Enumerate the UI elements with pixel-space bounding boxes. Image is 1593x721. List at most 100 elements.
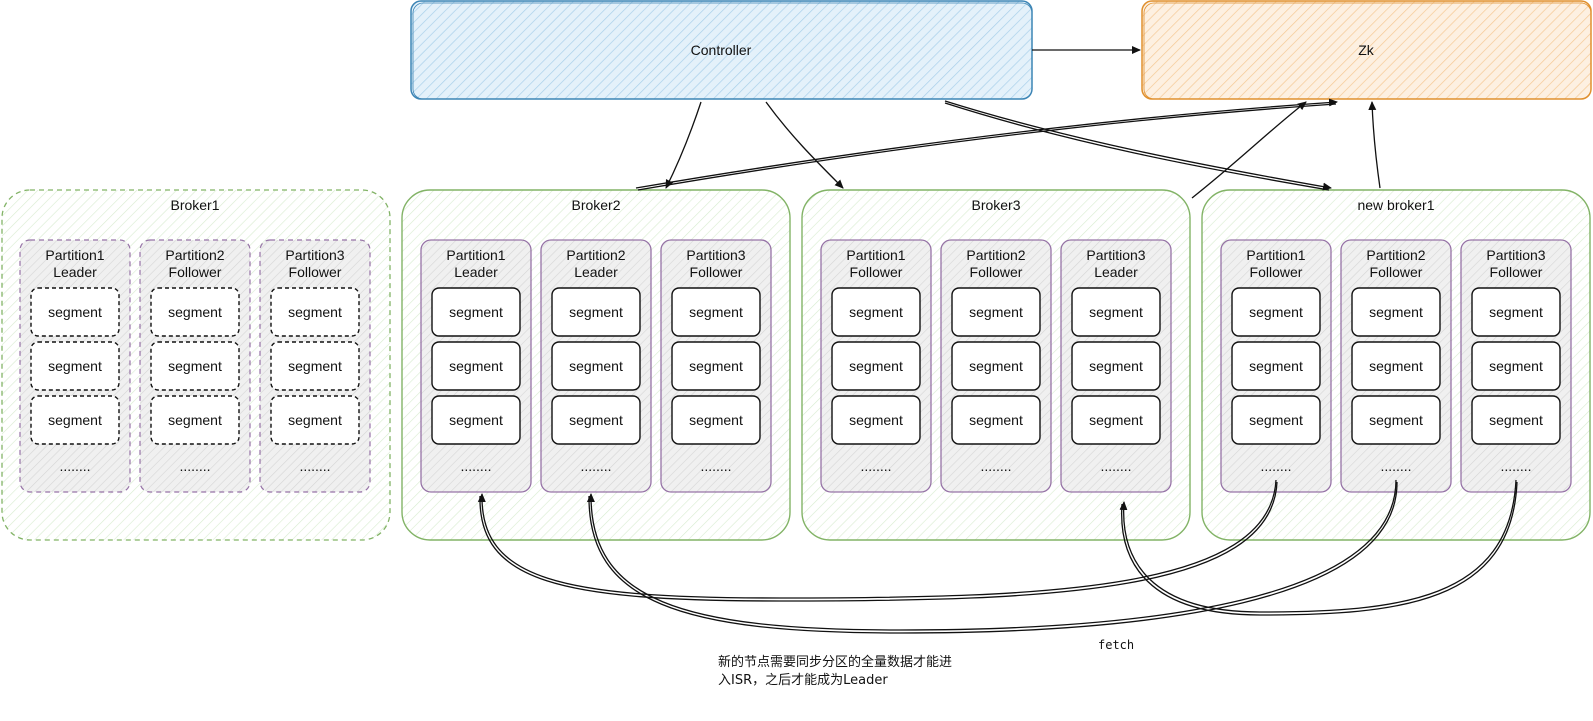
segment: segment — [1089, 412, 1143, 428]
segment: segment — [969, 358, 1023, 374]
partition-name: Partition1 — [846, 247, 905, 263]
segment: segment — [48, 304, 102, 320]
partition-name: Partition2 — [1366, 247, 1425, 263]
partition-name: Partition1 — [446, 247, 505, 263]
segment: segment — [689, 358, 743, 374]
broker-1-partition-1: Partition1 Leader segment segment segmen… — [19, 239, 131, 493]
broker-3-partition-3: Partition3 Leader segment segment segmen… — [1060, 239, 1172, 493]
segment: segment — [969, 304, 1023, 320]
segment: segment — [1249, 304, 1303, 320]
broker-2: Broker2 Partition1 Leader segment segmen… — [401, 189, 791, 541]
partition-role: Follower — [169, 264, 222, 280]
segment: segment — [569, 304, 623, 320]
segment: segment — [1089, 358, 1143, 374]
segment: segment — [1489, 412, 1543, 428]
segment: segment — [288, 358, 342, 374]
new-broker-1: new broker1 Partition1 Follower segment … — [1201, 189, 1591, 541]
segment: segment — [288, 412, 342, 428]
broker-2-partition-3: Partition3 Follower segment segment segm… — [660, 239, 772, 493]
more-segments: ........ — [1100, 458, 1131, 474]
partition-name: Partition3 — [686, 247, 745, 263]
zk-node: Zk — [1141, 0, 1592, 100]
note-text: 新的节点需要同步分区的全量数据才能进 入ISR，之后才能成为Leader — [718, 654, 952, 688]
segment: segment — [1369, 304, 1423, 320]
segment: segment — [849, 304, 903, 320]
segment: segment — [1089, 304, 1143, 320]
segment: segment — [288, 304, 342, 320]
partition-name: Partition2 — [566, 247, 625, 263]
more-segments: ........ — [700, 458, 731, 474]
segment: segment — [689, 304, 743, 320]
fetch-curve-p2 — [586, 479, 1397, 631]
more-segments: ........ — [860, 458, 891, 474]
more-segments: ........ — [1380, 458, 1411, 474]
partition-name: Partition2 — [165, 247, 224, 263]
broker-1-label: Broker1 — [170, 197, 219, 213]
partition-role: Follower — [690, 264, 743, 280]
fetch-curve-p3 — [1119, 479, 1517, 613]
more-segments: ........ — [460, 458, 491, 474]
broker-1-partition-2: Partition2 Follower segment segment segm… — [139, 239, 251, 493]
partition-name: Partition1 — [1246, 247, 1305, 263]
segment: segment — [969, 412, 1023, 428]
segment: segment — [569, 358, 623, 374]
segment: segment — [449, 358, 503, 374]
controller-label: Controller — [691, 42, 752, 58]
broker-2-partition-1: Partition1 Leader segment segment segmen… — [420, 239, 532, 493]
more-segments: ........ — [1260, 458, 1291, 474]
partition-role: Follower — [970, 264, 1023, 280]
partition-role: Follower — [1370, 264, 1423, 280]
broker-3-partition-1: Partition1 Follower segment segment segm… — [820, 239, 932, 493]
partition-role: Leader — [53, 264, 97, 280]
partition-name: Partition1 — [45, 247, 104, 263]
segment: segment — [849, 412, 903, 428]
broker-2-partition-2: Partition2 Leader segment segment segmen… — [540, 239, 652, 493]
segment: segment — [1369, 412, 1423, 428]
new-broker-1-partition-1: Partition1 Follower segment segment segm… — [1220, 239, 1332, 493]
more-segments: ........ — [299, 458, 330, 474]
more-segments: ........ — [580, 458, 611, 474]
broker-1-partition-3: Partition3 Follower segment segment segm… — [259, 239, 371, 493]
segment: segment — [168, 358, 222, 374]
arrow-broker3-to-zk — [1191, 101, 1307, 199]
note-line-1: 新的节点需要同步分区的全量数据才能进 — [718, 654, 952, 670]
new-broker-1-partition-2: Partition2 Follower segment segment segm… — [1340, 239, 1452, 493]
segment: segment — [849, 358, 903, 374]
partition-name: Partition3 — [285, 247, 344, 263]
more-segments: ........ — [980, 458, 1011, 474]
partition-name: Partition2 — [966, 247, 1025, 263]
segment: segment — [168, 412, 222, 428]
segment: segment — [1249, 358, 1303, 374]
partition-name: Partition3 — [1086, 247, 1145, 263]
partition-role: Leader — [1094, 264, 1138, 280]
new-broker-1-partition-3: Partition3 Follower segment segment segm… — [1460, 239, 1572, 493]
fetch-label: fetch — [1098, 638, 1134, 652]
arrow-broker2-to-zk — [635, 98, 1338, 189]
partition-role: Follower — [1250, 264, 1303, 280]
more-segments: ........ — [179, 458, 210, 474]
segment: segment — [1249, 412, 1303, 428]
segment: segment — [1489, 304, 1543, 320]
more-segments: ........ — [59, 458, 90, 474]
controller-node: Controller — [410, 0, 1033, 100]
arrow-controller-to-broker2 — [665, 101, 702, 189]
segment: segment — [569, 412, 623, 428]
segment: segment — [1369, 358, 1423, 374]
partition-role: Follower — [850, 264, 903, 280]
segment: segment — [1489, 358, 1543, 374]
note-line-2: 入ISR，之后才能成为Leader — [718, 673, 888, 688]
arrow-controller-to-broker3 — [765, 101, 844, 189]
broker-3-label: Broker3 — [971, 197, 1020, 213]
partition-role: Leader — [454, 264, 498, 280]
connector-arrows — [477, 46, 1518, 634]
segment: segment — [48, 412, 102, 428]
segment: segment — [449, 304, 503, 320]
segment: segment — [689, 412, 743, 428]
partition-role: Follower — [1490, 264, 1543, 280]
broker-3: Broker3 Partition1 Follower segment segm… — [801, 189, 1191, 541]
arrow-controller-to-new-broker1 — [944, 100, 1332, 191]
partition-role: Follower — [289, 264, 342, 280]
segment: segment — [48, 358, 102, 374]
arrow-new-broker1-to-zk — [1368, 101, 1381, 189]
